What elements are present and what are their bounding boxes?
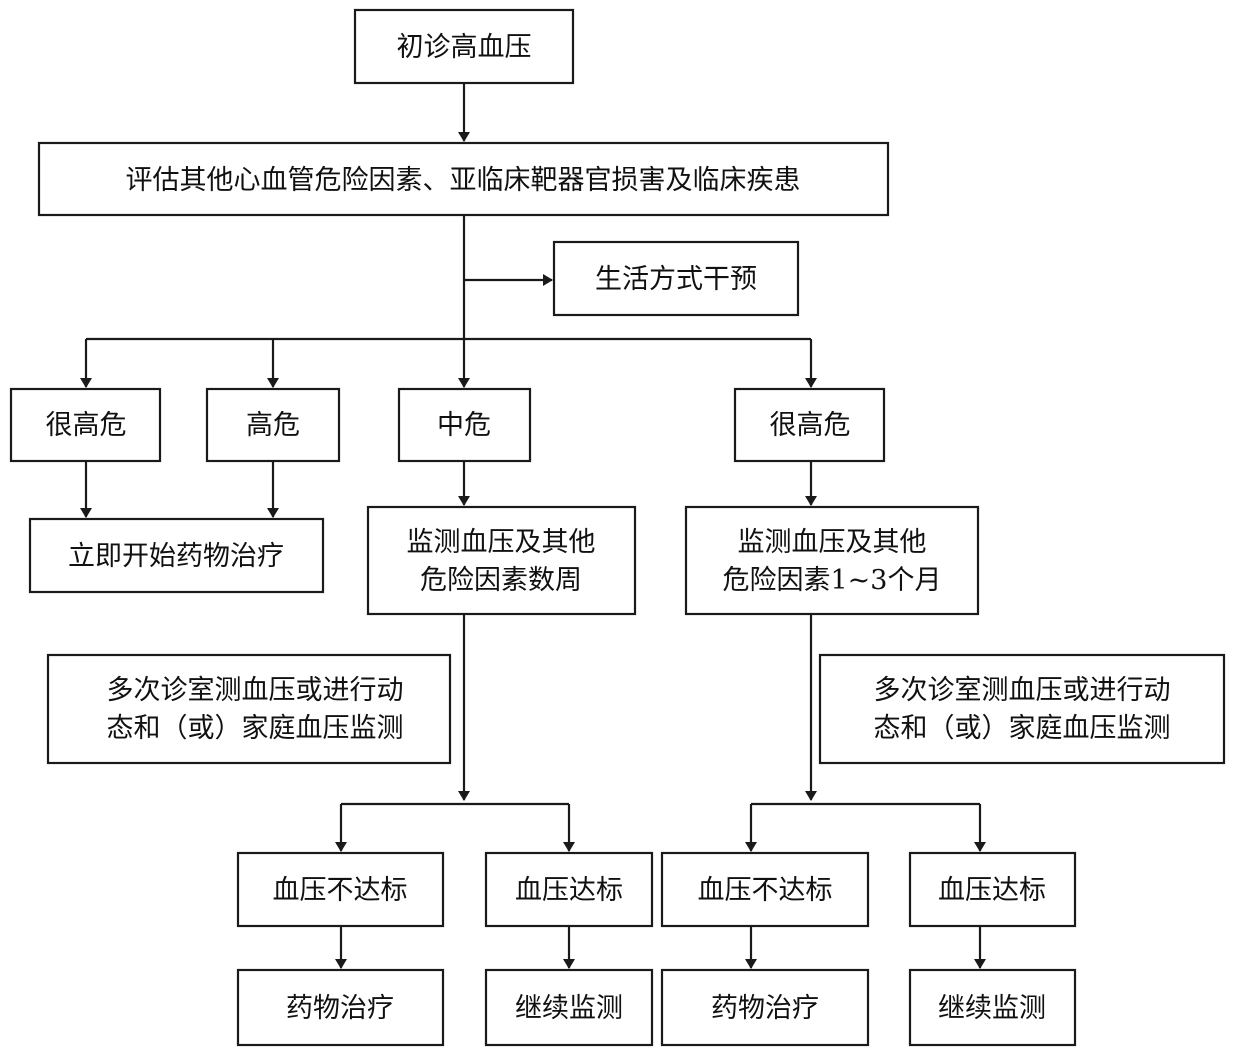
drug-left-label: 药物治疗 (286, 993, 394, 1024)
assess-node: 评估其他心血管危险因素、亚临床靶器官损害及临床疾患 (37, 141, 890, 217)
immediate-drug-label: 立即开始药物治疗 (68, 541, 284, 572)
monitor-weeks-line-2: 危险因素数周 (420, 565, 582, 596)
note-right-line-2: 态和（或）家庭血压监测 (874, 713, 1171, 744)
note-right-line-1: 多次诊室测血压或进行动 (874, 675, 1171, 706)
lifestyle-label: 生活方式干预 (595, 264, 757, 295)
very-high-risk-label-2: 很高危 (770, 410, 851, 441)
bp-met-right-label: 血压达标 (938, 875, 1046, 906)
monitor-months-line-1: 监测血压及其他 (738, 527, 927, 558)
medium-risk-label: 中危 (437, 410, 491, 441)
continue-right-label: 继续监测 (938, 993, 1046, 1024)
monitor-weeks-line-1: 监测血压及其他 (407, 527, 596, 558)
connectors (80, 83, 986, 969)
assess-label: 评估其他心血管危险因素、亚临床靶器官损害及临床疾患 (126, 165, 801, 196)
drug-right-label: 药物治疗 (711, 993, 819, 1024)
start-node: 初诊高血压 (353, 8, 575, 85)
monitor-weeks-node: 监测血压及其他 危险因素数周 (366, 505, 637, 616)
very-high-risk-node-2: 很高危 (733, 387, 886, 463)
drug-left-node: 药物治疗 (236, 968, 445, 1047)
continue-left-node: 继续监测 (484, 968, 654, 1047)
bp-met-left-node: 血压达标 (484, 851, 654, 928)
note-right-node: 多次诊室测血压或进行动 态和（或）家庭血压监测 (818, 653, 1226, 765)
monitor-months-line-2: 危险因素1~3个月 (723, 565, 942, 596)
continue-right-node: 继续监测 (908, 968, 1077, 1047)
bp-met-right-node: 血压达标 (908, 851, 1077, 928)
start-label: 初诊高血压 (397, 32, 532, 63)
high-risk-label: 高危 (246, 410, 300, 441)
monitor-months-node: 监测血压及其他 危险因素1~3个月 (684, 505, 980, 616)
high-risk-node: 高危 (205, 387, 341, 463)
note-left-line-2: 态和（或）家庭血压监测 (107, 713, 404, 744)
drug-right-node: 药物治疗 (660, 968, 870, 1047)
bp-not-met-left-node: 血压不达标 (236, 851, 445, 928)
medium-risk-node: 中危 (397, 387, 532, 463)
note-left-line-1: 多次诊室测血压或进行动 (107, 675, 404, 706)
continue-left-label: 继续监测 (515, 993, 623, 1024)
bp-not-met-right-label: 血压不达标 (698, 875, 833, 906)
bp-not-met-right-node: 血压不达标 (660, 851, 870, 928)
note-left-node: 多次诊室测血压或进行动 态和（或）家庭血压监测 (46, 653, 452, 765)
immediate-drug-node: 立即开始药物治疗 (28, 517, 325, 594)
lifestyle-node: 生活方式干预 (552, 240, 800, 317)
bp-met-left-label: 血压达标 (515, 875, 623, 906)
very-high-risk-label-1: 很高危 (46, 410, 127, 441)
bp-not-met-left-label: 血压不达标 (273, 875, 408, 906)
very-high-risk-node-1: 很高危 (9, 387, 162, 463)
